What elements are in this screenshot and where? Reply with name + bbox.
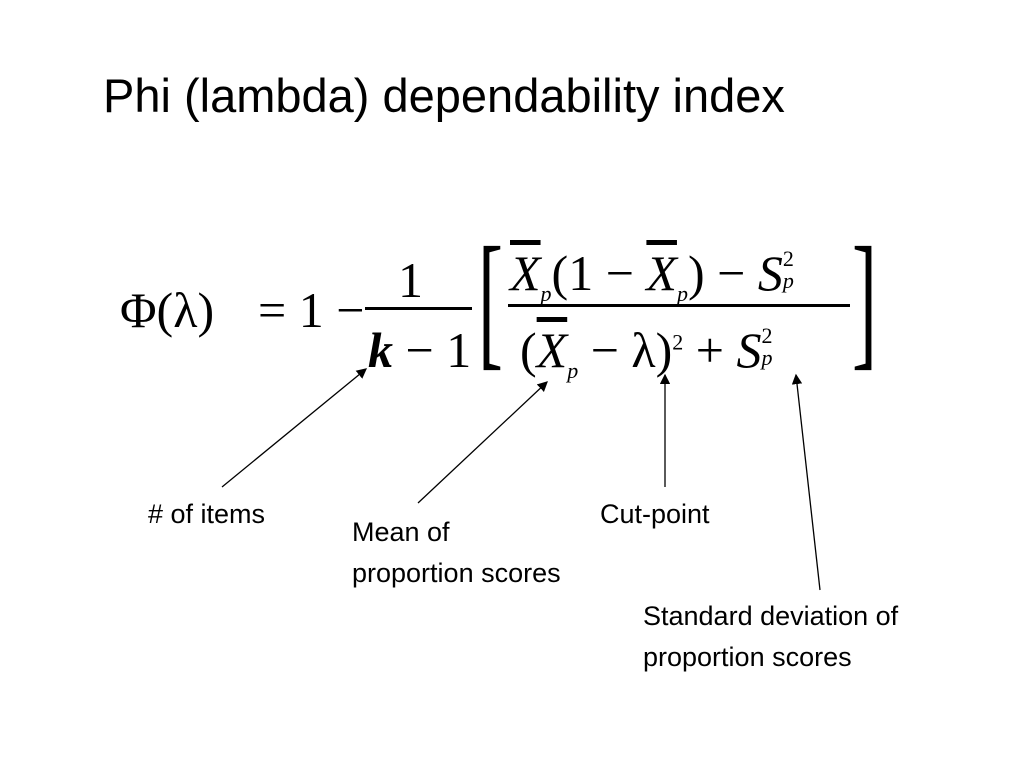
x-bar: X xyxy=(536,322,568,378)
label-sd-1: Standard deviation of xyxy=(643,601,899,631)
label-sd-2: proportion scores xyxy=(643,642,852,672)
label-mean-2: proportion scores xyxy=(352,558,561,588)
x-bar: X xyxy=(510,245,541,301)
fraction-numerator: 1 xyxy=(398,252,423,308)
fraction-bar xyxy=(365,307,472,310)
fraction-denominator: k − 1 xyxy=(368,325,471,375)
sub-p: p xyxy=(567,358,579,383)
s-symbol: S xyxy=(757,245,783,301)
sub-p: p xyxy=(676,281,688,306)
sub-p: p xyxy=(761,345,773,370)
arrow-items xyxy=(221,368,368,488)
arrow-mean xyxy=(417,381,548,504)
label-mean-1: Mean of xyxy=(352,517,450,547)
num-end: ) − xyxy=(687,245,758,301)
sub-p: p xyxy=(540,281,552,306)
big-fraction-bar xyxy=(508,304,850,307)
formula-one-minus: = 1 − xyxy=(258,282,365,338)
k-symbol: k xyxy=(368,322,393,378)
arrow-sd xyxy=(791,373,821,591)
right-bracket: ] xyxy=(852,217,877,383)
label-cut: Cut-point xyxy=(600,499,710,529)
sup-2: 2 xyxy=(761,323,773,348)
label-items: # of items xyxy=(148,499,266,529)
sup-2: 2 xyxy=(672,329,684,355)
s-symbol: S xyxy=(736,322,762,378)
formula-lhs: Φ(λ) xyxy=(120,282,215,338)
den-open: ( xyxy=(520,322,537,378)
den-plus: + xyxy=(683,322,737,378)
num-mid: (1 − xyxy=(551,245,647,301)
left-bracket: [ xyxy=(478,217,503,383)
sup-2: 2 xyxy=(782,246,794,271)
den-mid: − λ) xyxy=(578,322,673,378)
slide-title: Phi (lambda) dependability index xyxy=(103,69,785,122)
minus-one: − 1 xyxy=(393,322,472,378)
x-bar: X xyxy=(646,245,677,301)
sub-p: p xyxy=(782,268,794,293)
